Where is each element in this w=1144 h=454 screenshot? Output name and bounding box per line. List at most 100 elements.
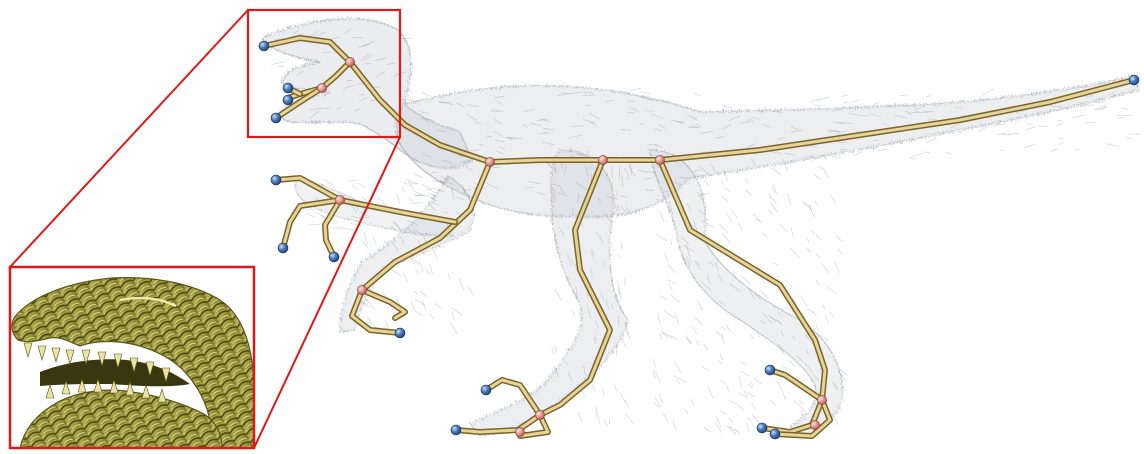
fur-hair (659, 393, 663, 403)
fur-hair (726, 213, 732, 223)
fur-hair (723, 106, 732, 108)
fur-hair (946, 152, 953, 154)
fur-hair (668, 265, 676, 273)
fur-hair (397, 194, 400, 205)
fur-hair (618, 290, 621, 300)
fur-hair (625, 414, 633, 425)
fur-hair (816, 280, 820, 284)
fur-hair (1051, 149, 1057, 152)
fur-hair (685, 409, 688, 414)
fur-hair (691, 399, 694, 406)
fur-hair (419, 261, 423, 272)
fur-hair (1127, 138, 1133, 139)
endpoint-joint (1129, 75, 1139, 85)
fur-hair (788, 194, 791, 205)
fur-hair (402, 188, 405, 194)
fur-hair (718, 360, 722, 364)
fur-hair (468, 287, 474, 297)
fur-hair (801, 407, 805, 412)
fur-hair (695, 318, 703, 325)
fur-hair (721, 332, 724, 344)
fur-hair (831, 195, 836, 203)
fur-hair (673, 420, 677, 430)
fur-hair (794, 401, 800, 406)
fur-hair (821, 263, 829, 273)
fur-hair (814, 174, 820, 179)
fur-hair (807, 239, 809, 244)
fur-hair (740, 362, 746, 366)
fur-hair (670, 240, 672, 245)
fur-hair (573, 310, 576, 315)
fur-hair (1074, 149, 1080, 150)
fur-hair (791, 227, 794, 237)
fur-hair (722, 196, 728, 201)
fur-hair (452, 311, 455, 320)
fur-hair (1119, 117, 1125, 119)
fur-hair (770, 400, 777, 406)
fur-hair (617, 281, 621, 290)
fur-hair (769, 194, 771, 200)
fur-hair (1073, 115, 1085, 118)
fur-hair (1081, 105, 1094, 107)
fur-hair (771, 197, 776, 203)
head-mesh-inset (10, 267, 254, 448)
fur-hair (855, 152, 863, 155)
fur-hair (721, 326, 727, 330)
fur-hair (377, 198, 381, 201)
fur-hair (693, 327, 697, 334)
endpoint-joint (451, 425, 461, 435)
fur-hair (715, 423, 721, 432)
endpoint-joint (765, 365, 775, 375)
fur-hair (617, 191, 618, 196)
fur-hair (272, 62, 285, 65)
fur-hair (609, 419, 610, 425)
fur-hair (384, 241, 388, 244)
fur-hair (604, 420, 608, 427)
fur-hair (823, 304, 825, 310)
endpoint-joint (283, 95, 293, 105)
fur-hair (838, 249, 842, 254)
fur-hair (773, 184, 776, 194)
fur-hair (357, 183, 366, 188)
fur-hair (660, 296, 666, 300)
fur-hair (777, 381, 781, 389)
fur-hair (704, 427, 711, 432)
fur-hair (414, 310, 422, 315)
fur-hair (368, 317, 372, 324)
fur-hair (671, 295, 680, 303)
fur-hair (738, 222, 743, 231)
fur-hair (1058, 138, 1064, 139)
fur-hair (367, 300, 375, 310)
fur-hair (837, 236, 842, 241)
fur-hair (752, 414, 760, 424)
internal-joint (515, 427, 524, 436)
fur-hair (799, 401, 803, 405)
fur-hair (411, 301, 414, 310)
fur-hair (409, 198, 413, 202)
fur-hair (725, 187, 730, 192)
fur-hair (726, 325, 731, 332)
fur-hair (677, 379, 681, 384)
fur-hair (826, 315, 829, 324)
fur-hair (614, 385, 617, 391)
fur-hair (731, 209, 738, 219)
fur-hair (802, 201, 813, 210)
fur-hair (653, 359, 656, 368)
fur-hair (720, 381, 726, 384)
fur-hair (1085, 122, 1095, 123)
fur-hair (716, 416, 721, 427)
internal-joint (485, 157, 494, 166)
fur-hair (772, 168, 782, 175)
fur-hair (555, 289, 562, 301)
endpoint-joint (770, 429, 780, 439)
fur-hair (430, 264, 433, 274)
internal-joint (598, 155, 607, 164)
fur-hair (814, 105, 822, 106)
fur-hair (621, 338, 626, 347)
fur-hair (1127, 134, 1140, 135)
fur-hair (720, 411, 727, 415)
fur-hair (761, 107, 766, 109)
fur-hair (438, 245, 442, 248)
internal-joint (357, 285, 366, 294)
fur-hair (391, 269, 401, 276)
